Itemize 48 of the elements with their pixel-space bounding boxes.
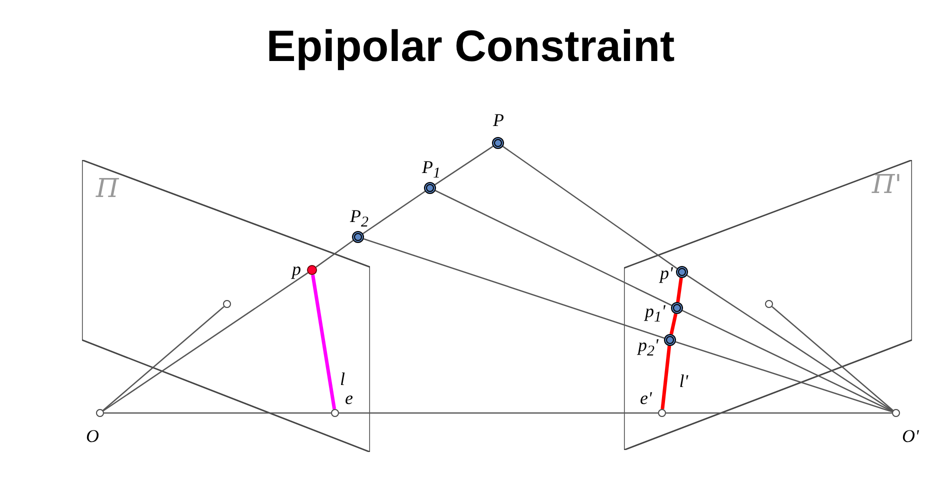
point-marker bbox=[892, 409, 900, 417]
image-plane bbox=[82, 160, 370, 452]
point-label: p$_{1}$' bbox=[645, 302, 666, 326]
projection-line bbox=[364, 238, 664, 339]
point-marker bbox=[658, 409, 666, 417]
point-marker bbox=[676, 266, 688, 278]
projection-line bbox=[772, 306, 894, 411]
epipolar-line bbox=[676, 278, 683, 302]
projection-line bbox=[102, 272, 308, 412]
projection-line bbox=[435, 190, 672, 306]
projection-line bbox=[434, 146, 494, 186]
point-marker bbox=[671, 302, 683, 314]
point-label: p$_{2}$' bbox=[638, 336, 658, 360]
title: Epipolar Constraint bbox=[266, 22, 675, 72]
projection-line bbox=[362, 190, 426, 234]
point-label: P$_{2}$ bbox=[350, 207, 368, 231]
edge-label: l bbox=[338, 370, 346, 388]
projection-line bbox=[686, 274, 894, 412]
point-label: P bbox=[493, 111, 504, 129]
projection-line bbox=[102, 306, 224, 411]
point-marker bbox=[664, 334, 676, 346]
point-label: p bbox=[292, 260, 301, 278]
point-label: O' bbox=[902, 427, 919, 445]
projection-line bbox=[502, 146, 678, 270]
epipolar-line bbox=[660, 346, 672, 410]
point-label: P$_{1}$ bbox=[422, 158, 440, 182]
projection-line bbox=[666, 412, 892, 414]
point-label: p' bbox=[660, 264, 673, 282]
point-label: e' bbox=[640, 389, 652, 407]
point-label: O bbox=[86, 427, 99, 445]
projection-line bbox=[682, 310, 893, 412]
projection-line bbox=[104, 412, 331, 414]
plane-label: Π bbox=[96, 176, 119, 202]
point-marker bbox=[307, 265, 317, 275]
plane-label: Π' bbox=[872, 172, 902, 198]
point-marker bbox=[765, 300, 773, 308]
projection-line bbox=[676, 341, 892, 412]
point-marker bbox=[424, 182, 436, 194]
point-label: e bbox=[345, 389, 353, 407]
epipolar-line bbox=[311, 274, 336, 410]
point-marker bbox=[492, 137, 504, 149]
epipolar-line bbox=[670, 313, 678, 335]
point-marker bbox=[96, 409, 104, 417]
projection-line bbox=[339, 412, 658, 414]
point-marker bbox=[331, 409, 339, 417]
projection-line bbox=[316, 240, 354, 268]
point-marker bbox=[352, 231, 364, 243]
point-marker bbox=[223, 300, 231, 308]
